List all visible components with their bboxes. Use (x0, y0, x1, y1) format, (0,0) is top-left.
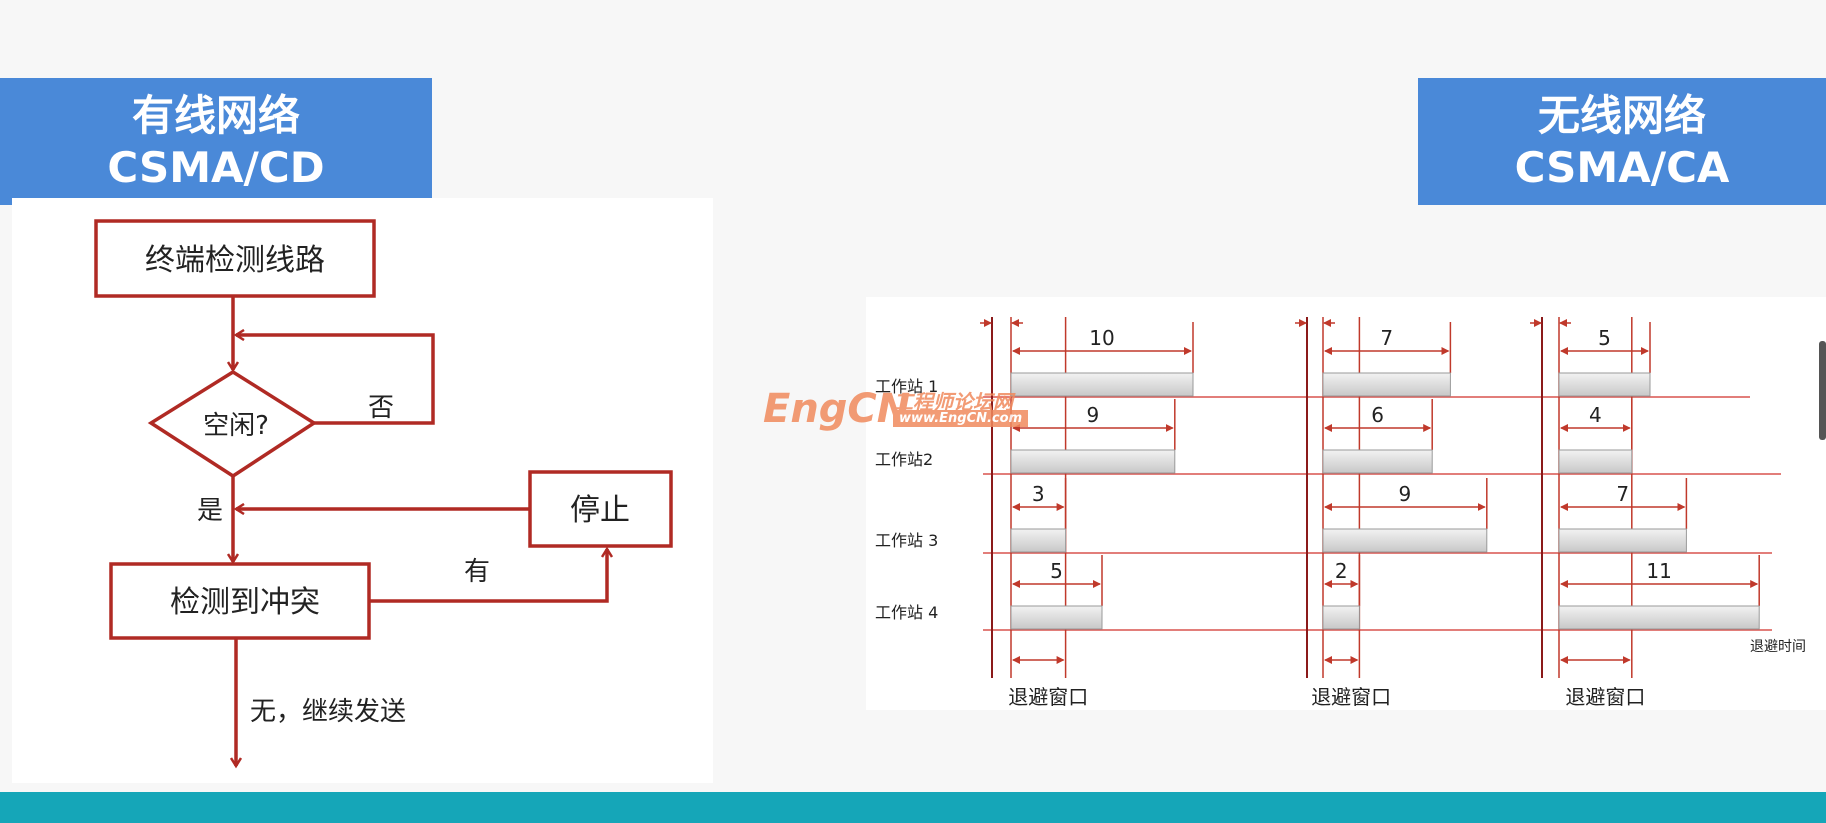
arrow-detect-to-stop (369, 549, 607, 603)
wireless-title-line2: CSMA/CA (1514, 142, 1730, 192)
wireless-title-line1: 无线网络 (1537, 90, 1706, 140)
wireless-title: 无线网络 CSMA/CA (1418, 78, 1826, 205)
station-label: 工作站 3 (875, 531, 938, 550)
scrollbar-handle[interactable] (1819, 341, 1826, 440)
backoff-value: 9 (1087, 403, 1100, 427)
time-axis-label: 退避时间 (1750, 639, 1806, 655)
backoff-value: 11 (1646, 559, 1671, 583)
window-label: 退避窗口 (1311, 685, 1391, 709)
no-label: 否 (368, 393, 394, 423)
window-label: 退避窗口 (1008, 685, 1088, 709)
backoff-value: 10 (1089, 326, 1114, 350)
backoff-bar (1558, 372, 1651, 397)
wired-title: 有线网络 CSMA/CD (0, 78, 432, 205)
wired-title-line1: 有线网络 (131, 90, 300, 140)
none-label: 无，继续发送 (250, 697, 406, 727)
csma-ca-backoff-diagram: 退避时间 工作站 1 工作站2 工作站 3 工作站 4 退避窗口 10 9 3 5 退避窗口 7 6 9… (875, 317, 1806, 709)
stop-text: 停止 (570, 493, 630, 528)
csma-cd-flowchart: 终端检测线路 空闲? 否 是 停止 检测到冲突 有 无，继续发送 (94, 219, 673, 792)
start-box (94, 219, 376, 298)
backoff-bar (1322, 372, 1451, 397)
bottom-bar (0, 792, 1826, 823)
station-label: 工作站2 (875, 450, 933, 469)
backoff-value: 4 (1589, 403, 1602, 427)
backoff-value: 7 (1380, 326, 1393, 350)
backoff-bar (1322, 605, 1360, 630)
no-loop-arrow (236, 335, 435, 425)
backoff-bar (1558, 528, 1687, 553)
station-label: 工作站 1 (875, 377, 938, 396)
detect-box (109, 562, 371, 640)
wired-title-line2: CSMA/CD (107, 142, 325, 192)
backoff-bar (1322, 528, 1488, 553)
backoff-value: 9 (1399, 482, 1412, 506)
has-label: 有 (464, 557, 490, 587)
window-label: 退避窗口 (1565, 685, 1645, 709)
start-text: 终端检测线路 (145, 243, 325, 278)
backoff-bar (1010, 449, 1176, 474)
backoff-bar (1010, 605, 1103, 630)
backoff-value: 5 (1050, 559, 1063, 583)
backoff-value: 3 (1032, 482, 1045, 506)
backoff-bar (1558, 605, 1760, 630)
backoff-value: 5 (1598, 326, 1611, 350)
backoff-bar (1010, 372, 1194, 397)
backoff-value: 7 (1616, 482, 1629, 506)
backoff-bar (1322, 449, 1433, 474)
station-label: 工作站 4 (875, 603, 938, 622)
decision-text: 空闲? (203, 411, 269, 441)
backoff-bar (1010, 528, 1067, 553)
stop-box (528, 470, 673, 548)
backoff-value: 6 (1371, 403, 1384, 427)
backoff-value: 2 (1335, 559, 1348, 583)
detect-text: 检测到冲突 (170, 585, 320, 620)
backoff-bar (1558, 449, 1633, 474)
yes-label: 是 (197, 496, 223, 526)
